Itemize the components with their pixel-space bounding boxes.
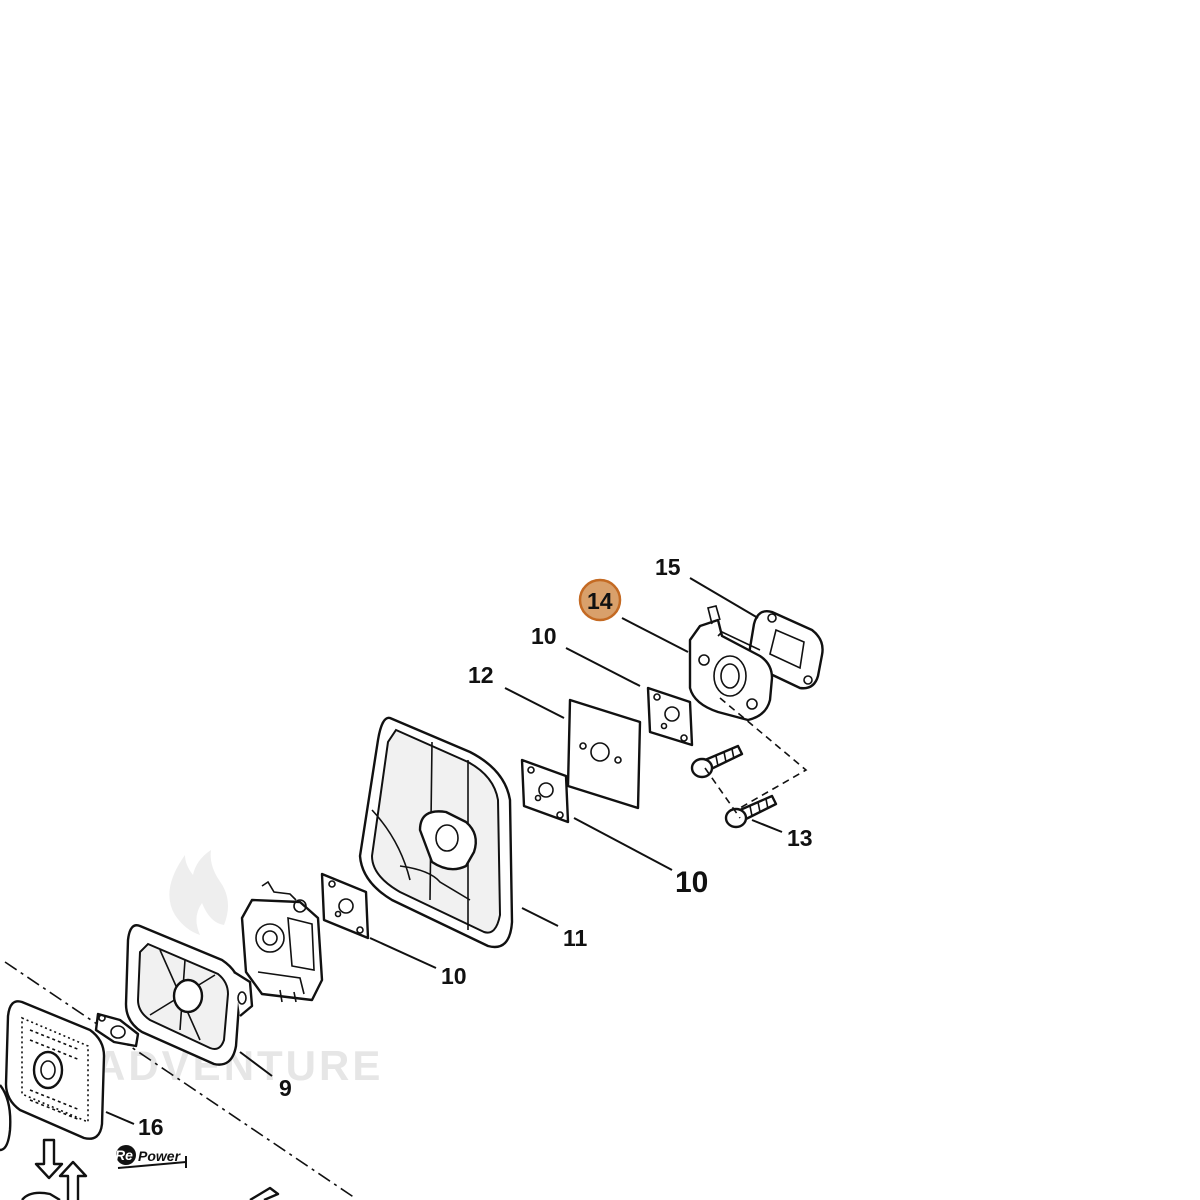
airflow-arrows-icon	[34, 1138, 88, 1200]
callout-15: 15	[655, 554, 681, 580]
callout-9: 9	[279, 1075, 292, 1101]
repower-logo: Re Power	[115, 1145, 187, 1169]
leader-15	[689, 577, 759, 619]
callout-10-lower: 10	[441, 963, 467, 989]
leader-9	[239, 1051, 273, 1077]
part-13-screws	[690, 744, 778, 829]
leader-12	[504, 687, 565, 719]
part-9-filter-housing	[124, 924, 254, 1066]
leader-11	[521, 907, 559, 927]
partial-ring	[21, 1191, 61, 1200]
washer	[94, 1012, 140, 1048]
partial-screw	[249, 1186, 280, 1200]
callout-10-top: 10	[531, 623, 557, 649]
partial-cover	[0, 1084, 12, 1152]
part-14-intake-flange	[688, 605, 774, 722]
part-10-gasket-top	[646, 686, 694, 747]
leader-10-middle	[573, 817, 673, 871]
assembly-dash-line	[719, 697, 808, 809]
callout-14-highlight	[578, 578, 622, 622]
leader-10-top	[565, 647, 641, 687]
logo-power: Power	[138, 1148, 182, 1164]
carburetor	[240, 880, 324, 1003]
callout-16: 16	[138, 1114, 164, 1140]
leader-13	[751, 819, 783, 833]
part-11-filter-base	[358, 716, 514, 949]
callout-11: 11	[563, 925, 588, 951]
callout-10-middle: 10	[675, 866, 708, 899]
logo-re: Re	[115, 1147, 133, 1163]
part-10-gasket-middle	[520, 758, 570, 824]
watermark: ADVENTURE	[95, 850, 383, 1089]
leader-10-lower	[369, 937, 437, 969]
callout-12: 12	[468, 662, 494, 688]
screw-dash-line	[704, 767, 741, 819]
center-axis-line	[4, 961, 356, 1199]
flame-icon	[169, 850, 228, 935]
part-10-gasket-lower	[320, 872, 370, 940]
leader-14	[621, 617, 689, 653]
part-12-plate	[566, 698, 642, 810]
watermark-text: ADVENTURE	[95, 1042, 383, 1089]
callout-13: 13	[787, 825, 813, 851]
callout-14: 14	[587, 588, 613, 614]
part-16-filter-element	[4, 1000, 106, 1140]
leader-16	[105, 1111, 135, 1125]
